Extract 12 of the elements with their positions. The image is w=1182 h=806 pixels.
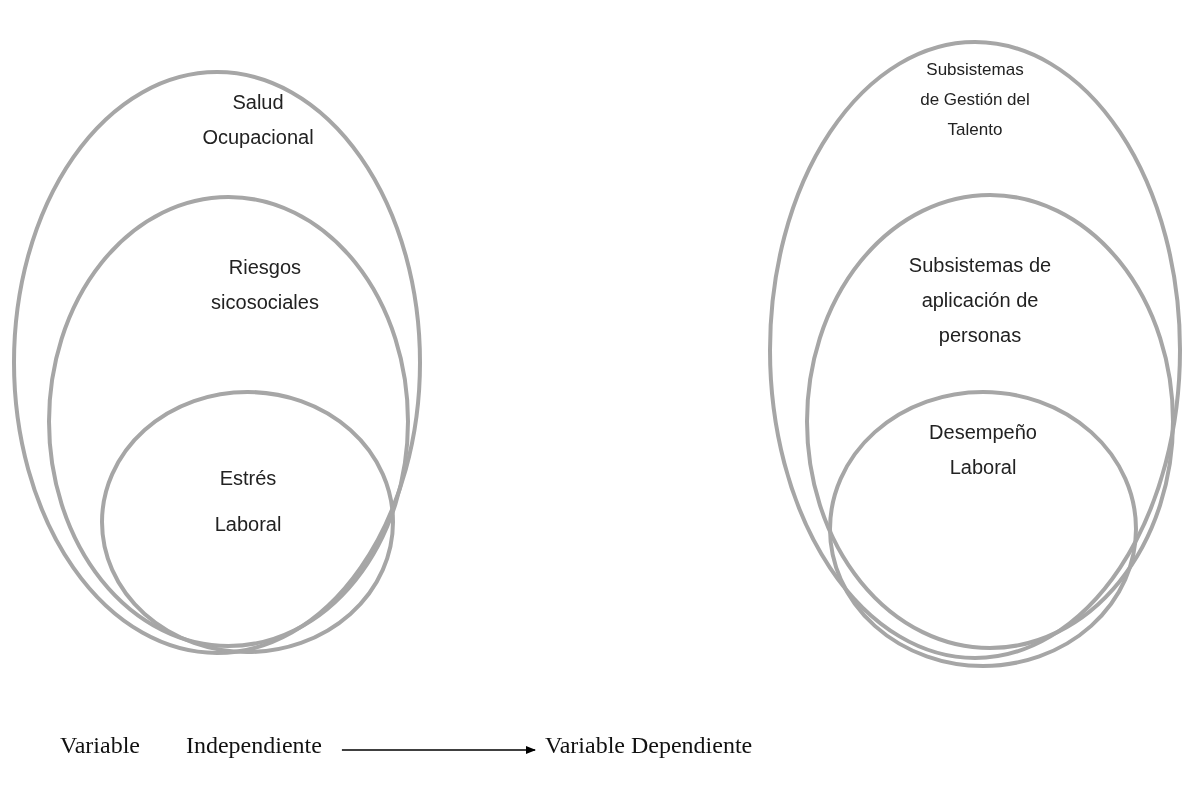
arrow <box>341 746 536 754</box>
nested-ellipse <box>828 390 1138 668</box>
ellipse-label: Riesgos sicosociales <box>210 255 320 315</box>
ellipse-label: Estrés Laboral <box>213 466 283 537</box>
ellipse-label: Subsistemas de Gestión del Talento <box>920 59 1030 141</box>
ellipse-label: Desempeño Laboral <box>928 420 1038 480</box>
ellipse-label: Salud Ocupacional <box>201 90 315 150</box>
variable-label: Variable Independiente <box>60 732 322 768</box>
variable-label: Variable Dependiente <box>545 732 753 768</box>
nested-ellipse <box>100 390 395 654</box>
nested-ellipse <box>12 70 422 655</box>
ellipse-label: Subsistemas de aplicación de personas <box>907 253 1053 348</box>
